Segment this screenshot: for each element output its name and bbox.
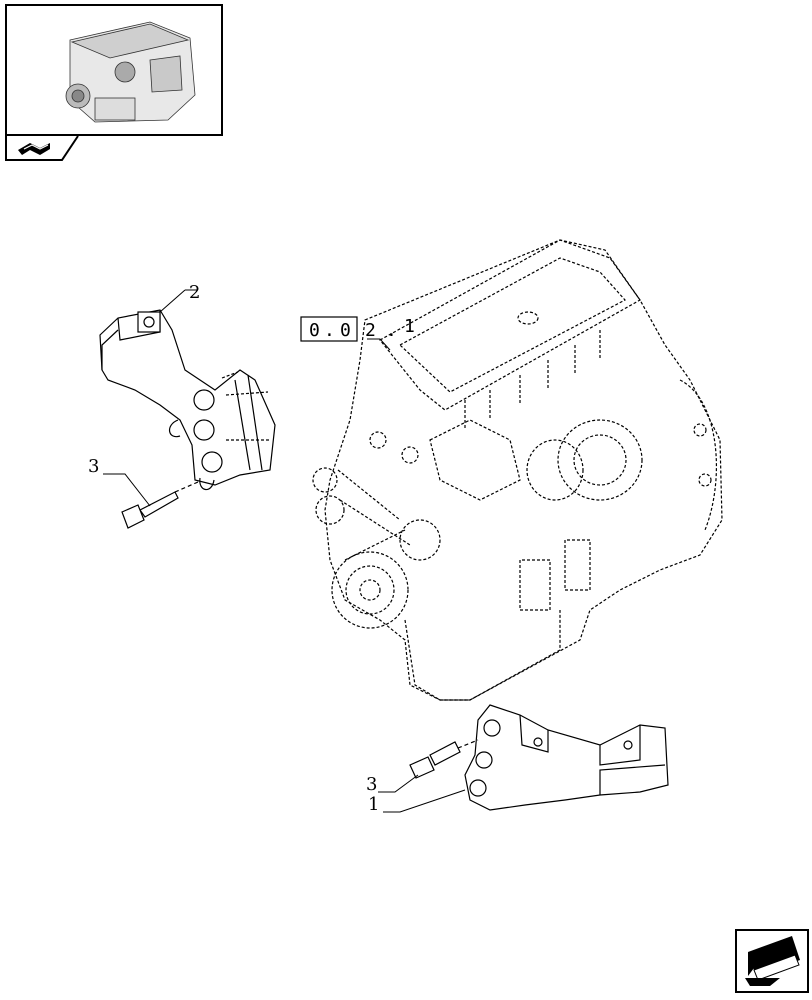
callout-part-3-upper: 3	[88, 456, 151, 507]
callout-part-2: 2	[159, 282, 200, 313]
engine-thumbnail-image	[65, 21, 196, 123]
callout-label-2: 2	[189, 282, 200, 303]
lower-engine-bracket	[464, 704, 669, 811]
section-ref-leader	[367, 338, 391, 351]
callout-label-1: 1	[368, 794, 379, 815]
upper-engine-bracket	[99, 309, 276, 491]
section-ref-char-5: .	[386, 320, 397, 341]
engine-assembly	[312, 239, 723, 701]
callout-label-3-lower: 3	[366, 774, 377, 795]
bolt-upper	[121, 481, 199, 529]
section-ref-char-1: 0	[309, 320, 320, 341]
section-ref-char-6: 1	[404, 316, 415, 337]
next-page-button[interactable]	[735, 929, 809, 993]
section-reference: 0 . 0 2 . 1	[300, 316, 415, 351]
callout-label-3-upper: 3	[88, 456, 99, 477]
next-page-arrow-icon	[745, 936, 800, 986]
bolt-lower	[409, 739, 479, 779]
callout-part-1: 1	[368, 789, 466, 815]
back-arrow-icon	[18, 143, 50, 155]
thumbnail-panel[interactable]	[5, 4, 223, 136]
callout-part-3-lower: 3	[366, 774, 419, 795]
section-ref-char-4: 2	[365, 320, 376, 341]
back-nav-tab[interactable]	[5, 135, 79, 161]
section-ref-char-2: .	[324, 320, 335, 341]
section-ref-char-3: 0	[340, 320, 351, 341]
